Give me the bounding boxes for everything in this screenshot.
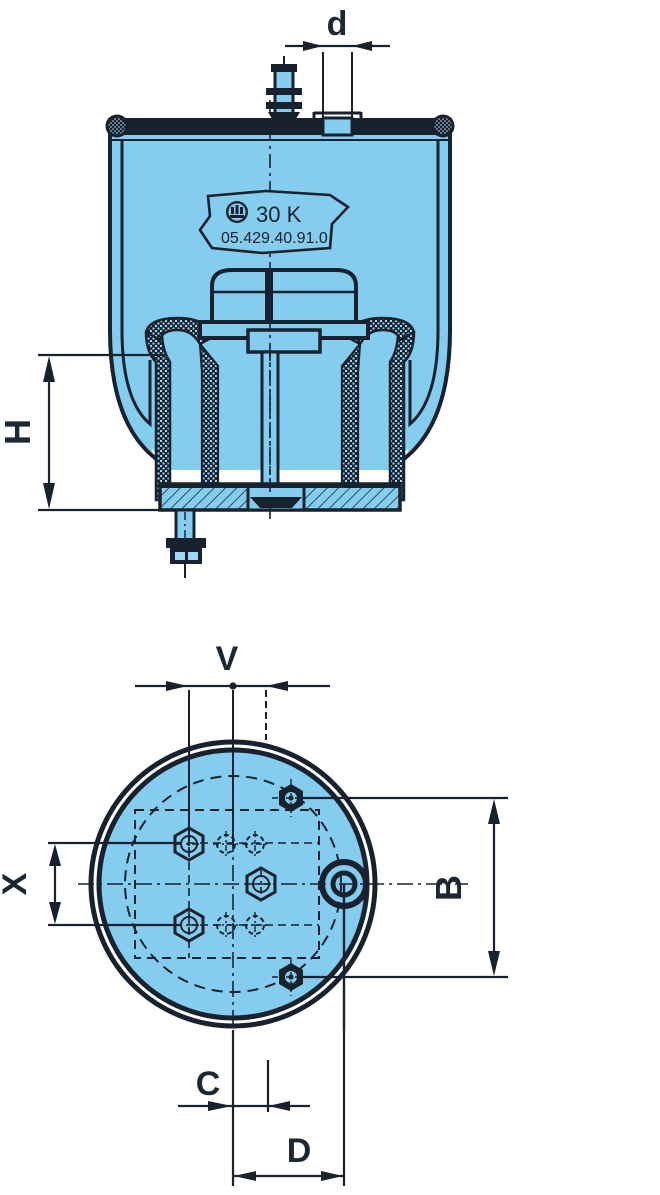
top-stud: [266, 56, 302, 124]
plan-view: V X B: [0, 640, 508, 1186]
piston-wall-left: [198, 340, 220, 492]
top-bead-right: [431, 114, 455, 138]
piston-wall-right: [340, 340, 362, 492]
dimension-H: H: [0, 353, 165, 512]
hidden-hole: [213, 831, 239, 857]
top-bead-left: [105, 114, 129, 138]
hidden-hole: [213, 912, 239, 938]
top-plate: [108, 118, 452, 135]
bottom-stud: [166, 508, 206, 578]
hex-nut: [245, 866, 277, 902]
dimension-label-C: C: [196, 1065, 221, 1103]
dimension-label-d: d: [327, 5, 348, 43]
mounting-slot: [321, 116, 354, 137]
dimension-label-D: D: [287, 1132, 312, 1170]
air-connection-port: [319, 859, 369, 1030]
bottom-plate: [158, 482, 402, 512]
badge-part-number: 05.429.40.91.0: [221, 230, 328, 247]
section-view: d: [0, 5, 455, 578]
hidden-hole: [242, 831, 268, 857]
dimension-B: B: [300, 796, 508, 979]
part-marking-badge: 30 K 05.429.40.91.0: [198, 189, 351, 255]
dimension-label-V: V: [216, 640, 239, 678]
dimension-d: d: [285, 5, 390, 122]
dimension-C: C: [178, 1030, 310, 1186]
dimension-label-H: H: [0, 419, 38, 445]
hex-nut-small: [272, 779, 310, 817]
manufacturer-logo-icon: [226, 201, 248, 223]
hidden-hole: [242, 912, 268, 938]
dimension-D: D: [233, 1030, 346, 1186]
dimension-label-X: X: [0, 872, 34, 895]
dimension-X: X: [0, 841, 180, 927]
hex-nut-small: [272, 958, 310, 996]
bellows-inner-right: [408, 140, 440, 428]
piston-body: [198, 268, 370, 354]
badge-size-code: 30 K: [256, 202, 302, 227]
dimension-V: V: [135, 640, 330, 846]
dimension-label-B: B: [428, 875, 469, 901]
bellows-inner-left: [120, 140, 152, 428]
